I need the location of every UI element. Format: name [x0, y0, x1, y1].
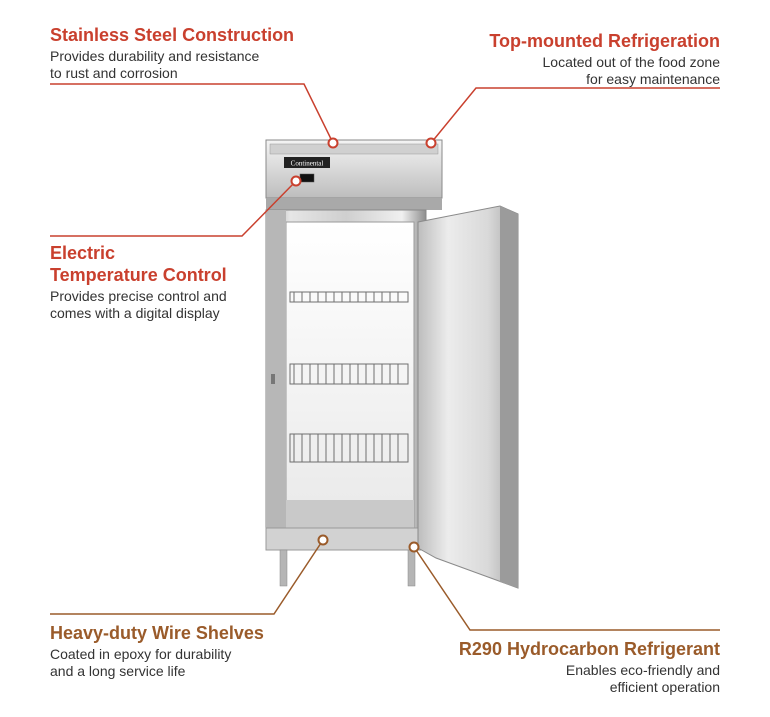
brand-badge	[284, 157, 330, 168]
marker-dot	[317, 534, 329, 546]
wire-shelf	[289, 363, 409, 385]
leader-line-shelves	[50, 539, 324, 615]
callout-top-mounted: Top-mounted Refrigeration Located out of…	[489, 30, 720, 88]
callout-line: Located out of the food zone	[542, 54, 720, 70]
callout-line: Coated in epoxy for durability	[50, 646, 232, 662]
top-grille	[269, 143, 439, 155]
door-gasket	[266, 210, 286, 550]
callout-wire-shelves: Heavy-duty Wire Shelves Coated in epoxy …	[50, 622, 264, 680]
callout-title: Electric Temperature Control	[50, 242, 227, 286]
cabinet-leg	[279, 549, 288, 587]
leader-line-refrigerant	[413, 546, 720, 631]
leader-line-topmounted	[430, 87, 720, 144]
callout-title: Top-mounted Refrigeration	[489, 31, 720, 51]
leader-line-electric	[50, 180, 297, 237]
leader-line-stainless	[50, 83, 334, 144]
callout-line: to rust and corrosion	[50, 65, 178, 81]
brand-badge-text: Continental	[291, 160, 324, 168]
callout-description: Provides precise control and comes with …	[50, 288, 227, 322]
callout-line: Enables eco-friendly and	[565, 662, 720, 678]
top-base	[266, 198, 442, 210]
callout-line: Provides durability and resistance	[50, 48, 260, 64]
digital-display	[299, 173, 315, 183]
cabinet-interior	[285, 221, 415, 529]
callout-description: Enables eco-friendly and efficient opera…	[459, 662, 720, 696]
callout-title: Heavy-duty Wire Shelves	[50, 623, 264, 643]
cabinet-leg	[407, 549, 416, 587]
callout-stainless-steel: Stainless Steel Construction Provides du…	[50, 24, 294, 82]
callout-line: for easy maintenance	[586, 71, 720, 87]
marker-dot	[408, 541, 420, 553]
callout-description: Located out of the food zone for easy ma…	[489, 54, 720, 88]
callout-description: Coated in epoxy for durability and a lon…	[50, 646, 264, 680]
callout-line: efficient operation	[609, 679, 720, 695]
wire-shelf	[289, 433, 409, 463]
callout-title: R290 Hydrocarbon Refrigerant	[458, 639, 720, 659]
callout-title-line: Temperature Control	[50, 265, 227, 285]
door-edge	[500, 206, 518, 588]
callout-refrigerant: R290 Hydrocarbon Refrigerant Enables eco…	[459, 638, 720, 696]
callout-line: Provides precise control and	[50, 288, 227, 304]
marker-dot	[290, 175, 302, 187]
wire-shelf	[289, 291, 409, 303]
marker-dot	[327, 137, 339, 149]
marker-dot	[425, 137, 437, 149]
callout-title: Stainless Steel Construction	[50, 25, 295, 45]
cabinet-base	[265, 527, 427, 551]
callout-line: comes with a digital display	[50, 305, 220, 321]
interior-floor	[286, 500, 414, 528]
callout-description: Provides durability and resistance to ru…	[50, 48, 294, 82]
callout-line: and a long service life	[50, 663, 186, 679]
callout-title-line: Electric	[50, 243, 116, 263]
door-latch	[271, 374, 275, 384]
callout-electric-temperature: Electric Temperature Control Provides pr…	[50, 242, 227, 322]
